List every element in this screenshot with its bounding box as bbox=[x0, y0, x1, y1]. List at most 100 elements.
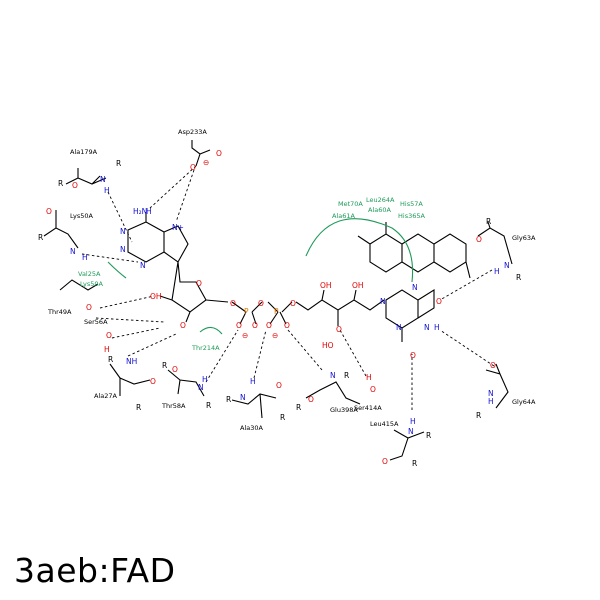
r-group: R bbox=[162, 361, 167, 370]
r-group: R bbox=[226, 395, 231, 404]
bridge-o: O bbox=[230, 299, 236, 308]
thr58a-h: H bbox=[202, 375, 208, 384]
flavin-n5: N bbox=[412, 283, 418, 292]
phosphate-o2: O bbox=[252, 321, 258, 330]
leu415a-o: O bbox=[382, 457, 388, 466]
lys50a-n: N bbox=[70, 247, 76, 256]
thr58a-n: N bbox=[198, 383, 204, 392]
phosphate-o3: O bbox=[266, 321, 272, 330]
adenine-nplus: N+ bbox=[172, 223, 184, 232]
ala30a-h: H bbox=[250, 377, 256, 386]
flavin-n1: N bbox=[396, 323, 402, 332]
ala179a-h: H bbox=[104, 186, 110, 195]
glu398a-n: N bbox=[330, 371, 336, 380]
adenine-n1: N bbox=[120, 227, 126, 236]
label-gly63a: Gly63A bbox=[512, 234, 536, 242]
hydrophobic-contacts bbox=[107, 218, 414, 335]
flavin-o2: O bbox=[410, 351, 416, 360]
ribityl-o3: O bbox=[336, 325, 342, 334]
ribose-oh: OH bbox=[150, 292, 162, 301]
thr58a-o: O bbox=[172, 365, 178, 374]
label-met70a: Met70A bbox=[338, 200, 363, 208]
flavin-n10: N bbox=[380, 297, 386, 306]
asp233a-oxygen-2: O bbox=[190, 163, 196, 172]
r-group: R bbox=[38, 233, 43, 242]
ribityl-oh2: OH bbox=[352, 281, 364, 290]
residue-fragments bbox=[43, 140, 513, 461]
label-gly64a: Gly64A bbox=[512, 398, 536, 406]
gly63a-n: N bbox=[504, 261, 510, 270]
ribityl-oh1: OH bbox=[320, 281, 332, 290]
adenine-ring bbox=[127, 212, 189, 263]
label-thr49a: Thr49A bbox=[47, 308, 72, 316]
ser56a-o: O bbox=[86, 303, 92, 312]
label-ser56a: Ser56A bbox=[84, 318, 108, 326]
phosphate-obridge: O bbox=[258, 299, 264, 308]
gly63a-o: O bbox=[476, 235, 482, 244]
flavin-n3-h: H bbox=[434, 323, 440, 332]
phosphate-p1: P bbox=[244, 307, 249, 316]
water-h: H bbox=[104, 345, 110, 354]
flavin-n3: N bbox=[424, 323, 430, 332]
label-asp233a: Asp233A bbox=[178, 128, 207, 136]
r-groups: R R R R R R R R R R R R R R R R bbox=[38, 159, 521, 468]
fad-ligand bbox=[127, 212, 471, 342]
atom-labels: O O ⊖ N H O O N H H₂N H N+ N N N O OH O … bbox=[46, 149, 510, 466]
leu415a-n: N bbox=[408, 427, 414, 436]
r-group: R bbox=[58, 179, 63, 188]
r-group: R bbox=[412, 459, 417, 468]
label-leu415a: Leu415A bbox=[370, 420, 399, 428]
ser414a-o: O bbox=[370, 385, 376, 394]
hydrogen-bonds bbox=[81, 165, 495, 410]
asp233a-oxygen: O bbox=[216, 149, 222, 158]
label-lys50a-hydrophobic: Lys50A bbox=[80, 280, 104, 288]
gly64a-h: H bbox=[488, 397, 494, 406]
ribose-o3: O bbox=[180, 321, 186, 330]
label-glu398a: Glu398A bbox=[330, 406, 358, 414]
r-group: R bbox=[108, 355, 113, 364]
label-thr58a: Thr58A bbox=[161, 402, 186, 410]
r-group: R bbox=[486, 217, 491, 226]
adenine-nh2: H₂N bbox=[133, 207, 147, 216]
ribityl-o: O bbox=[290, 299, 296, 308]
r-group: R bbox=[344, 371, 349, 380]
val25a-arc bbox=[107, 261, 127, 279]
adenine-h: H bbox=[146, 207, 152, 216]
phosphate-minus2: ⊖ bbox=[272, 331, 278, 340]
phosphate-o1: O bbox=[236, 321, 242, 330]
residue-labels: Asp233A Ala179A Lys50A Thr49A Ser56A Ala… bbox=[47, 128, 536, 432]
r-group: R bbox=[116, 159, 121, 168]
r-group: R bbox=[296, 403, 301, 412]
isoalloxazine-ring bbox=[357, 222, 471, 279]
ribose-o: O bbox=[196, 279, 202, 288]
label-ala60a: Ala60A bbox=[368, 206, 392, 214]
ser414a-h: H bbox=[366, 373, 372, 382]
phosphate-p2: P bbox=[274, 307, 279, 316]
lys50a-h: H bbox=[82, 253, 88, 262]
water-o: O bbox=[106, 331, 112, 340]
gly64a-n: N bbox=[488, 389, 494, 398]
r-group: R bbox=[476, 411, 481, 420]
label-ala179a: Ala179A bbox=[70, 148, 98, 156]
label-thr214a: Thr214A bbox=[191, 344, 220, 352]
label-ala27a: Ala27A bbox=[94, 392, 118, 400]
lys50a-o: O bbox=[46, 207, 52, 216]
phosphate-o4: O bbox=[284, 321, 290, 330]
gly63a-h: H bbox=[494, 267, 500, 276]
r-group: R bbox=[426, 431, 431, 440]
label-ser414a: Ser414A bbox=[354, 404, 382, 412]
leu415a-h: H bbox=[410, 417, 416, 426]
r-group: R bbox=[206, 401, 211, 410]
adenine-n: N bbox=[140, 261, 146, 270]
flavin-pocket-arc bbox=[305, 218, 414, 283]
label-his365a: His365A bbox=[398, 212, 425, 220]
label-ala30a: Ala30A bbox=[240, 424, 264, 432]
ala27a-nh: NH bbox=[126, 357, 137, 366]
label-his57a: His57A bbox=[400, 200, 423, 208]
ala30a-n: N bbox=[240, 393, 246, 402]
ribityl-ho: HO bbox=[322, 341, 334, 350]
r-group: R bbox=[136, 403, 141, 412]
flavin-o4: O bbox=[436, 297, 442, 306]
